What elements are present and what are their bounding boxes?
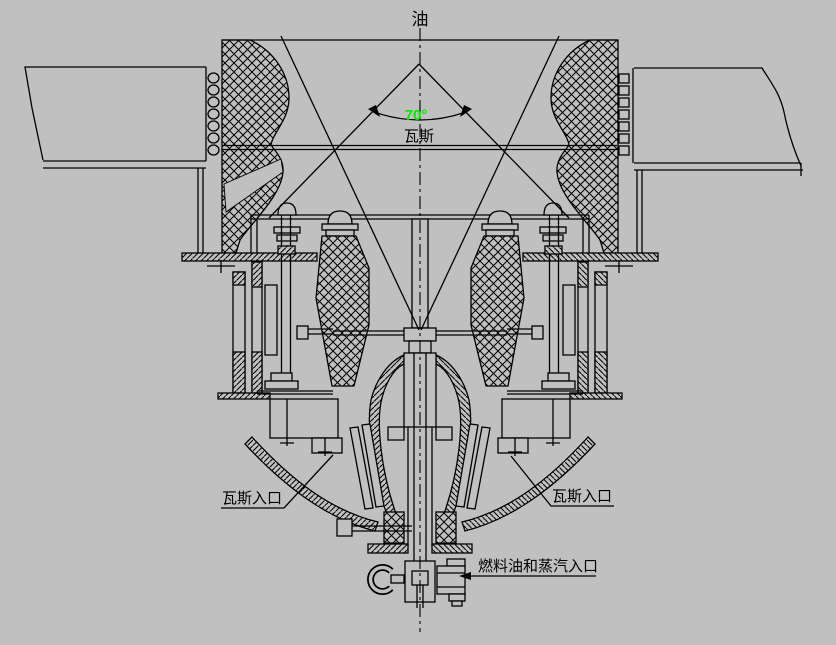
angle-arrow-right-icon (460, 105, 472, 117)
stud-bolt-outer (257, 202, 333, 395)
refractory-block-right (550, 39, 619, 254)
duct-right-bottom (634, 162, 803, 176)
casing-wall-left (197, 168, 204, 253)
adjust-arm (296, 325, 404, 340)
duct-left-bottom (43, 160, 206, 169)
support-bars (232, 261, 278, 394)
hub-block (383, 511, 405, 544)
cross-sight-lines (280, 35, 560, 331)
fuel-arrow-icon (459, 572, 471, 580)
tube-inner-lines (413, 353, 427, 561)
mid-assembly-left (181, 202, 409, 554)
fuel-inlet-leader (459, 572, 596, 580)
inner-refractory-cone (315, 235, 370, 387)
tube-collar-left (387, 426, 405, 441)
bottom-flange (217, 392, 271, 400)
gas-inlet-right-leader (510, 455, 614, 507)
lower-bracket (269, 398, 343, 456)
fuel-inlet-fitting (436, 558, 466, 607)
flange-plate (181, 252, 318, 262)
gas-inlet-right-label: 瓦斯入口 (552, 488, 612, 505)
angle-value-label: 70° (405, 107, 428, 124)
duct-left (24, 66, 220, 253)
oil-label: 油 (412, 10, 429, 29)
tube-coil-left (207, 72, 220, 156)
spray-angle-lines (268, 63, 570, 219)
angle-annotation (368, 105, 472, 121)
stud-bolt-cone (321, 210, 359, 237)
gas-inlet-left-leader (221, 454, 334, 509)
angle-arrow-left-icon (368, 105, 380, 117)
duct-right-outline (634, 67, 802, 167)
igniter-rod (336, 518, 412, 537)
refractory-left-joint-band (223, 158, 284, 213)
angle-arc (376, 112, 464, 121)
swirler-vanes (349, 423, 385, 510)
gas-inlet-left-label: 瓦斯入口 (222, 490, 282, 507)
lifting-hook (367, 564, 405, 595)
linework (24, 28, 803, 632)
hub-flange (367, 543, 409, 554)
casing-wall-right (636, 170, 643, 253)
duct-right (616, 67, 803, 253)
tube-collar-right (435, 426, 453, 441)
duct-left-outline (24, 66, 206, 161)
bolt-center-mark (207, 260, 235, 273)
fuel-inlet-label: 燃料油和蒸汽入口 (478, 557, 598, 575)
gas-label: 瓦斯 (404, 128, 434, 145)
